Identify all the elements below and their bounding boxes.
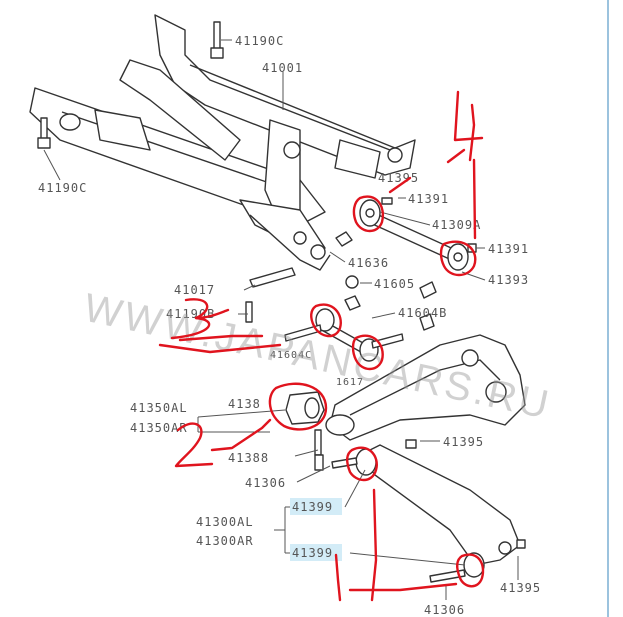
toe-link bbox=[284, 275, 435, 362]
handwritten-1b bbox=[334, 553, 342, 602]
bolt-41190c-top bbox=[210, 21, 224, 59]
red-circle-lower-arm-inner bbox=[346, 446, 378, 482]
label-41393[interactable]: 41393 bbox=[488, 273, 529, 287]
highlight-41399-upper bbox=[290, 498, 342, 515]
red-circle-toe-inner bbox=[310, 303, 342, 338]
label-41350ar[interactable]: 41350AR bbox=[130, 421, 188, 435]
label-41190c-left[interactable]: 41190C bbox=[38, 181, 87, 195]
label-41300ar[interactable]: 41300AR bbox=[196, 534, 254, 548]
label-41350al[interactable]: 41350AL bbox=[130, 401, 188, 415]
label-41395-top[interactable]: 41395 bbox=[378, 171, 419, 185]
label-41306-upper[interactable]: 41306 bbox=[245, 476, 286, 490]
label-41604b[interactable]: 41604B bbox=[398, 306, 447, 320]
label-41399-lower[interactable]: 41399 bbox=[292, 546, 333, 560]
bump-stop-strip bbox=[245, 267, 296, 323]
red-circle-toe-outer bbox=[351, 334, 384, 371]
red-annotations bbox=[158, 90, 485, 602]
red-circle-upper-arm-outer bbox=[439, 240, 477, 277]
label-41617[interactable]: 1617 bbox=[336, 377, 364, 388]
label-41391-upper[interactable]: 41391 bbox=[408, 192, 449, 206]
handwritten-1a bbox=[370, 488, 378, 602]
label-41381[interactable]: 4138 bbox=[228, 397, 261, 411]
highlight-41399-lower bbox=[290, 544, 342, 561]
trailing-arm bbox=[325, 334, 526, 441]
label-41001[interactable]: 41001 bbox=[262, 61, 303, 75]
label-41395-bottom[interactable]: 41395 bbox=[500, 581, 541, 595]
label-41190c-top[interactable]: 41190C bbox=[235, 34, 284, 48]
label-41604c[interactable]: 41604C bbox=[270, 350, 312, 361]
trailing-arm-bushing bbox=[285, 391, 325, 456]
label-41309a[interactable]: 41309A bbox=[432, 218, 481, 232]
red-circle-lower-arm-outer bbox=[456, 553, 485, 588]
label-41399-upper[interactable]: 41399 bbox=[292, 500, 333, 514]
red-circle-upper-arm-inner bbox=[352, 195, 385, 233]
label-41300al[interactable]: 41300AL bbox=[196, 515, 254, 529]
upper-control-arm bbox=[335, 197, 477, 299]
label-41388[interactable]: 41388 bbox=[228, 451, 269, 465]
handwritten-2 bbox=[174, 422, 214, 468]
bolt-41190c-left bbox=[37, 117, 51, 149]
red-circle-trailing-bushing bbox=[268, 382, 328, 431]
label-41605[interactable]: 41605 bbox=[374, 277, 415, 291]
label-41636[interactable]: 41636 bbox=[348, 256, 389, 270]
handwritten-4 bbox=[453, 90, 484, 142]
subframe-crossmember bbox=[29, 14, 416, 271]
label-41306-lower[interactable]: 41306 bbox=[424, 603, 465, 617]
label-41391-lower[interactable]: 41391 bbox=[488, 242, 529, 256]
label-41017[interactable]: 41017 bbox=[174, 283, 215, 297]
label-41395-mid[interactable]: 41395 bbox=[443, 435, 484, 449]
